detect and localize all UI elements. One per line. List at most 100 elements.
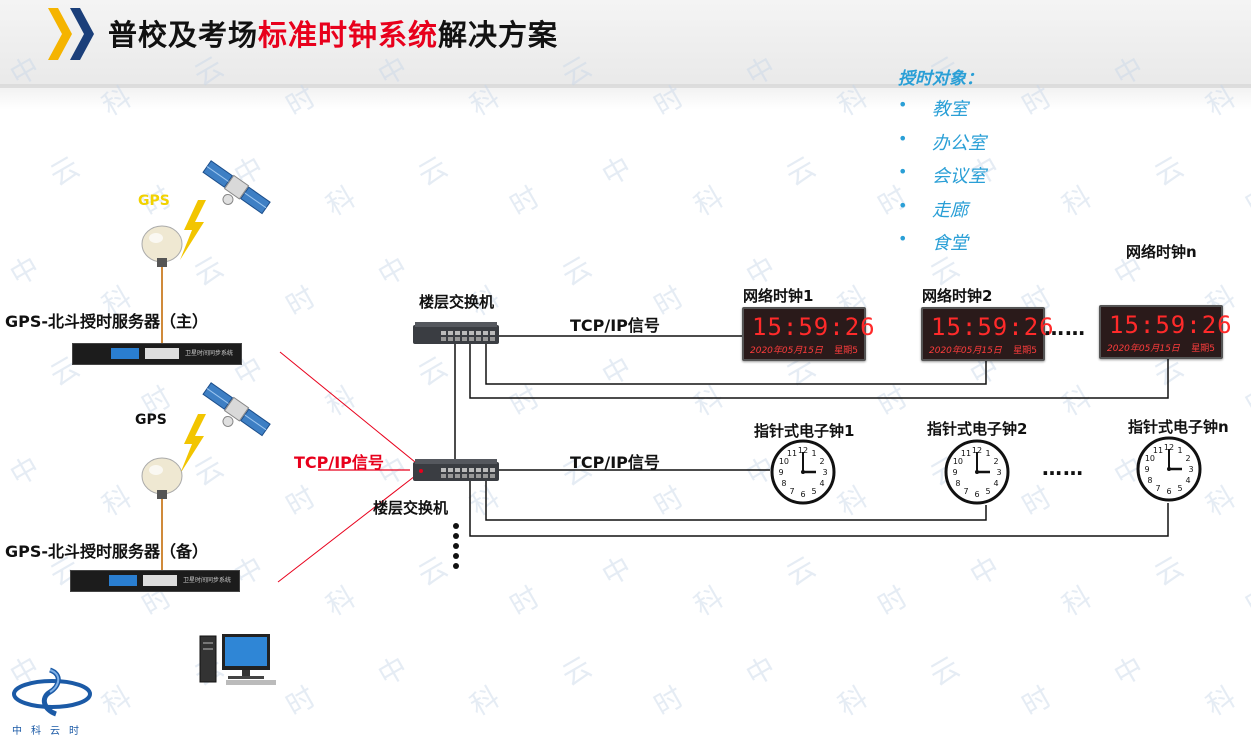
server-primary-label: GPS-北斗授时服务器（主） — [5, 312, 209, 331]
svg-text:3: 3 — [822, 468, 827, 477]
header-bar — [0, 0, 1251, 88]
svg-text:11: 11 — [961, 449, 971, 458]
signal-label-left: TCP/IP信号 — [294, 453, 384, 472]
digital-clock-weekday: 星期5 — [1013, 346, 1037, 356]
svg-text:7: 7 — [789, 487, 794, 496]
title-part1: 普校及考场 — [108, 18, 259, 52]
server-backup-label: GPS-北斗授时服务器（备） — [5, 542, 209, 561]
header-shadow — [0, 84, 1251, 110]
chevron-yellow-icon — [48, 8, 72, 60]
svg-text:12: 12 — [972, 446, 982, 455]
server-backup-device: 卫星时间同步系统 — [70, 570, 240, 592]
lightning-icon — [180, 200, 206, 260]
svg-text:10: 10 — [779, 457, 789, 466]
title-part3: 解决方案 — [438, 18, 559, 52]
target-item: 教室 — [898, 95, 986, 129]
targets-heading: 授时对象： — [898, 69, 983, 89]
svg-text:5: 5 — [985, 487, 990, 496]
digital-clock-time: 15:59:26 — [1109, 311, 1233, 339]
analog-clock-label-n: 指针式电子钟n — [1128, 418, 1229, 436]
switch-top-label: 楼层交换机 — [419, 293, 495, 311]
company-logo-icon — [12, 667, 92, 717]
svg-text:2: 2 — [820, 457, 825, 466]
digital-clock-date: 2020年05月15日 — [1107, 344, 1180, 354]
digital-clock-date: 2020年05月15日 — [750, 346, 823, 356]
analog-clock-label-2: 指针式电子钟2 — [927, 420, 1028, 438]
ellipsis-digital: …… — [1044, 316, 1086, 340]
target-item: 走廊 — [898, 196, 986, 230]
digital-clock-date: 2020年05月15日 — [929, 346, 1002, 356]
server-screen — [111, 348, 139, 359]
svg-text:3: 3 — [996, 468, 1001, 477]
digital-clock-label-2: 网络时钟2 — [922, 287, 993, 305]
svg-text:1: 1 — [1177, 446, 1182, 455]
svg-text:1: 1 — [811, 449, 816, 458]
svg-text:12: 12 — [798, 446, 808, 455]
svg-text:2: 2 — [1186, 454, 1191, 463]
server-primary-device: 卫星时间同步系统 — [72, 343, 242, 365]
digital-clock-label-1: 网络时钟1 — [743, 287, 814, 305]
svg-text:5: 5 — [811, 487, 816, 496]
satellite-icon — [202, 382, 271, 437]
lightning-icon — [180, 414, 206, 474]
chevron-blue-icon — [70, 8, 94, 60]
svg-text:2: 2 — [994, 457, 999, 466]
svg-text:4: 4 — [1186, 476, 1191, 485]
signal-label-bottom: TCP/IP信号 — [570, 453, 660, 472]
target-item: 办公室 — [898, 129, 986, 163]
digital-clock-1: 15:59:26 2020年05月15日 星期5 — [742, 307, 876, 361]
digital-clock-label-n: 网络时钟n — [1126, 243, 1197, 261]
server-device-text: 卫星时间同步系统 — [183, 577, 232, 584]
switch-bottom-label: 楼层交换机 — [373, 499, 449, 517]
svg-text:6: 6 — [800, 490, 805, 499]
page-title: 普校及考场标准时钟系统解决方案 — [108, 12, 558, 54]
gps-antenna-icon — [141, 225, 183, 267]
company-logo-text: 中科云时 — [12, 726, 88, 737]
svg-text:3: 3 — [1188, 465, 1193, 474]
digital-clock-weekday: 星期5 — [834, 346, 858, 356]
svg-text:10: 10 — [953, 457, 963, 466]
svg-text:6: 6 — [1166, 487, 1171, 496]
computer-icon — [199, 634, 276, 685]
target-item: 食堂 — [898, 229, 986, 263]
svg-text:4: 4 — [994, 479, 999, 488]
title-highlight: 标准时钟系统 — [258, 18, 439, 52]
analog-clock-label-1: 指针式电子钟1 — [754, 422, 855, 440]
svg-text:7: 7 — [1155, 484, 1160, 493]
ellipsis-analog: …… — [1042, 456, 1084, 480]
digital-clock-2: 15:59:26 2020年05月15日 星期5 — [921, 307, 1055, 361]
targets-panel: 授时对象： 教室 办公室 会议室 走廊 食堂 — [898, 64, 986, 263]
digital-clock-n: 15:59:26 2020年05月15日 星期5 — [1099, 305, 1233, 359]
svg-text:11: 11 — [787, 449, 797, 458]
target-item: 会议室 — [898, 162, 986, 196]
server-device-text: 卫星时间同步系统 — [185, 350, 234, 357]
svg-text:9: 9 — [778, 468, 783, 477]
svg-text:9: 9 — [952, 468, 957, 477]
digital-clock-time: 15:59:26 — [752, 313, 876, 341]
satellite-icon — [202, 160, 271, 215]
digital-clock-weekday: 星期5 — [1191, 344, 1215, 354]
svg-text:9: 9 — [1144, 465, 1149, 474]
svg-text:5: 5 — [1177, 484, 1182, 493]
svg-text:10: 10 — [1145, 454, 1155, 463]
svg-text:11: 11 — [1153, 446, 1163, 455]
svg-text:6: 6 — [974, 490, 979, 499]
server-screen — [109, 575, 137, 586]
svg-text:8: 8 — [1147, 476, 1152, 485]
svg-text:4: 4 — [820, 479, 825, 488]
network-switch-bottom-icon — [413, 459, 499, 481]
targets-list: 教室 办公室 会议室 走廊 食堂 — [898, 95, 986, 263]
digital-clock-time: 15:59:26 — [931, 313, 1055, 341]
svg-text:12: 12 — [1164, 443, 1174, 452]
server-ports — [145, 348, 179, 359]
svg-text:1: 1 — [985, 449, 990, 458]
gps-label-backup: GPS — [135, 412, 167, 428]
network-switch-top-icon — [413, 322, 499, 344]
svg-text:7: 7 — [963, 487, 968, 496]
svg-text:8: 8 — [955, 479, 960, 488]
svg-text:8: 8 — [781, 479, 786, 488]
